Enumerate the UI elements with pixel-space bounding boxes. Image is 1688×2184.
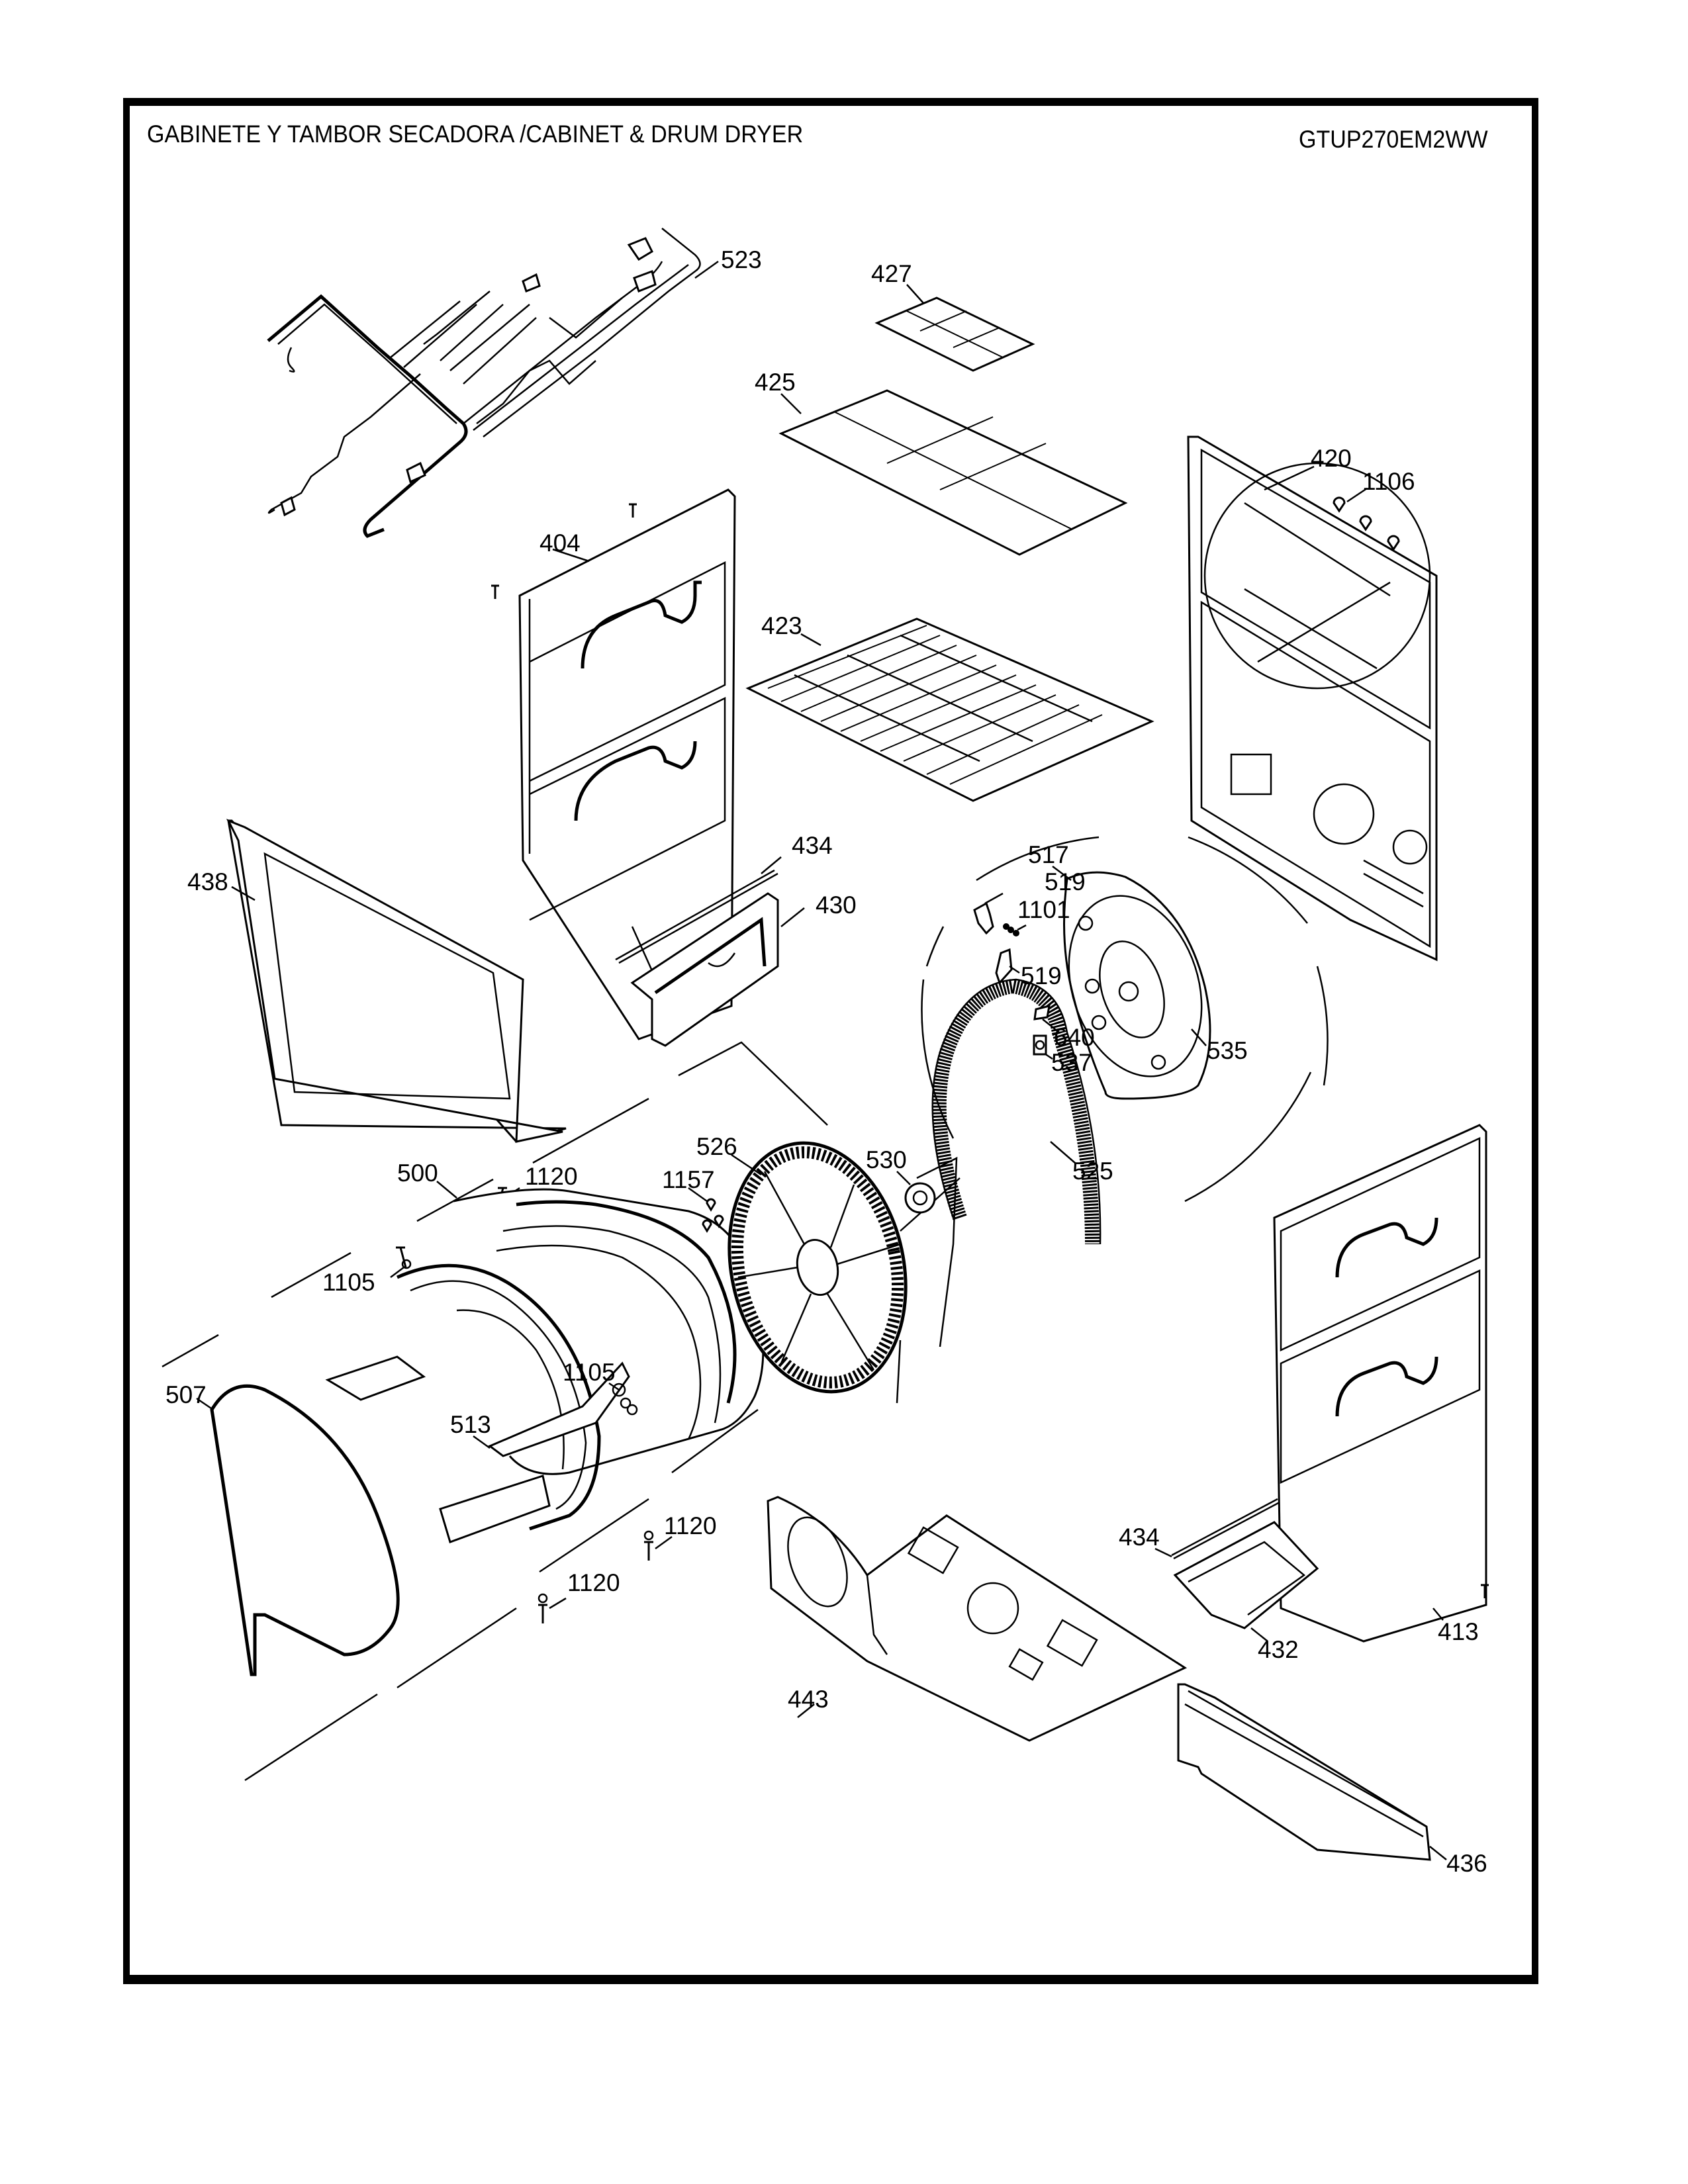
callout-413: 413 [1438, 1618, 1479, 1645]
part-517-rear-bulkhead [1052, 866, 1211, 1100]
part-640-sensor [1033, 1004, 1060, 1033]
callout-513: 513 [450, 1411, 491, 1438]
callout-526: 526 [696, 1133, 737, 1160]
part-430-bracket [630, 892, 805, 1047]
screw-icon [491, 584, 499, 599]
callout-1101: 1101 [1017, 896, 1070, 923]
callout-523: 523 [721, 246, 762, 273]
callout-530: 530 [866, 1146, 907, 1173]
part-1120-screw-lower [538, 1530, 673, 1623]
callout-1120-middle: 1120 [664, 1512, 717, 1539]
part-1101-screws [1003, 923, 1027, 936]
callout-640: 640 [1054, 1024, 1095, 1051]
part-436-kickplate [1177, 1683, 1447, 1861]
callout-427: 427 [871, 260, 912, 287]
callout-436: 436 [1446, 1850, 1487, 1877]
part-drum [453, 1188, 765, 1475]
part-438-front-panel [226, 819, 567, 1143]
callout-1157: 1157 [662, 1166, 715, 1193]
part-525-drum-seal [931, 978, 1102, 1245]
callout-537: 537 [1051, 1049, 1092, 1076]
part-420-rear-panel [1187, 435, 1438, 962]
part-530-bearing [896, 1171, 936, 1214]
part-front-drum-ring [325, 1263, 601, 1543]
callout-1120-upper: 1120 [525, 1163, 578, 1190]
callout-420: 420 [1311, 445, 1352, 472]
part-423-base-tray [745, 617, 1154, 802]
diagram-title: GABINETE Y TAMBOR SECADORA /CABINET & DR… [147, 120, 804, 148]
callout-519-upper: 519 [1045, 868, 1086, 895]
callout-1106: 1106 [1362, 468, 1415, 495]
callout-1105-right: 1105 [563, 1359, 616, 1386]
callout-432: 432 [1258, 1636, 1299, 1663]
part-513-baffle [473, 1361, 630, 1457]
part-1157-screws [688, 1187, 724, 1233]
callout-443: 443 [788, 1686, 829, 1713]
part-404-side-panel [518, 488, 736, 1040]
part-537-thermostat [1033, 1034, 1053, 1060]
callout-434-lower: 434 [1119, 1524, 1160, 1551]
part-1105-screw-left [390, 1246, 412, 1278]
part-434-strip-lower [1154, 1498, 1280, 1560]
part-507-front-seal [196, 1384, 400, 1676]
model-number: GTUP270EM2WW [1299, 126, 1488, 153]
screw-icon [629, 503, 637, 518]
callout-1105-left: 1105 [322, 1269, 375, 1296]
part-519-bracket-upper [973, 892, 1004, 935]
callout-517: 517 [1028, 841, 1069, 868]
callout-525: 525 [1072, 1158, 1113, 1185]
callout-519-lower: 519 [1021, 962, 1062, 989]
callout-438: 438 [187, 868, 228, 895]
part-434-strip [615, 856, 782, 964]
part-526-drum-back [727, 1141, 908, 1394]
screw-icon [1481, 1584, 1489, 1598]
callout-425: 425 [755, 369, 796, 396]
callout-404: 404 [539, 529, 581, 557]
part-425-top-panel [778, 389, 1128, 556]
part-519-bracket-lower [995, 948, 1020, 985]
callout-434-upper: 434 [792, 832, 833, 859]
callout-423: 423 [761, 612, 802, 639]
part-1106-screws [1333, 487, 1400, 551]
callout-500: 500 [397, 1160, 438, 1187]
part-432-bracket [1173, 1521, 1319, 1642]
page-border-frame [123, 98, 1538, 1984]
callout-507: 507 [165, 1381, 207, 1408]
leader-line [1191, 1028, 1207, 1046]
callout-430: 430 [816, 891, 857, 919]
part-1105-hardware-right [608, 1382, 638, 1416]
part-443-base [767, 1496, 1188, 1742]
part-523-wire-harness [267, 228, 719, 538]
part-413-side-panel [1273, 1124, 1487, 1643]
part-427-panel [874, 284, 1035, 372]
callout-535: 535 [1207, 1037, 1248, 1064]
leader-line [436, 1181, 457, 1199]
callout-1120-lower: 1120 [567, 1569, 620, 1596]
